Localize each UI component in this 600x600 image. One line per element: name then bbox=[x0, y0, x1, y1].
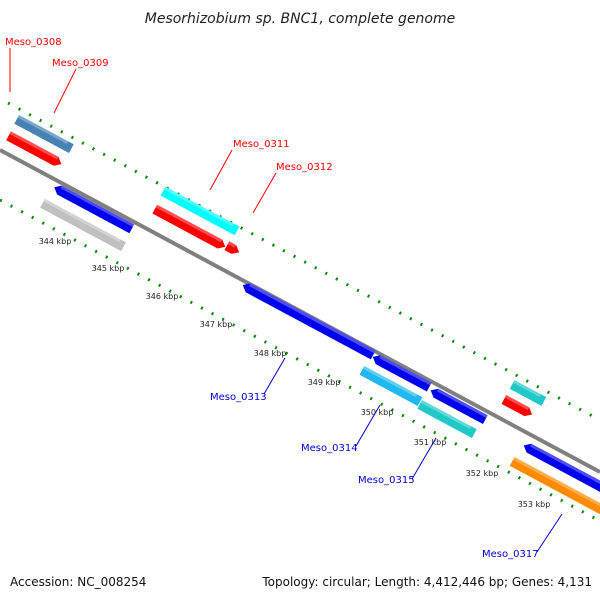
gene-feature[interactable] bbox=[370, 352, 432, 392]
gene-label[interactable]: Meso_0313 bbox=[210, 392, 267, 403]
gene-label[interactable]: Meso_0311 bbox=[233, 139, 290, 150]
upper-tick-track bbox=[7, 101, 600, 422]
genome-summary: Topology: circular; Length: 4,412,446 bp… bbox=[261, 575, 592, 589]
gene-label[interactable]: Meso_0317 bbox=[482, 549, 539, 560]
gene-arrow bbox=[417, 399, 477, 439]
label-leader-line bbox=[263, 357, 286, 395]
gene-feature[interactable] bbox=[521, 441, 600, 496]
gene-label[interactable]: Meso_0314 bbox=[301, 443, 358, 454]
gene-label[interactable]: Meso_0312 bbox=[276, 162, 333, 173]
gene-arrow bbox=[523, 443, 600, 496]
gene-feature[interactable] bbox=[428, 386, 488, 425]
gene-feature[interactable] bbox=[40, 198, 126, 252]
gene-highlight bbox=[379, 355, 432, 386]
gene-arrow bbox=[6, 131, 62, 166]
gene-arrow bbox=[224, 241, 240, 254]
gene-arrow bbox=[242, 283, 376, 360]
gene-label[interactable]: Meso_0308 bbox=[5, 37, 62, 48]
tick-label: 347 kbp bbox=[200, 320, 233, 329]
gene-feature[interactable] bbox=[509, 380, 547, 406]
gene-highlight bbox=[9, 131, 59, 160]
gene-feature[interactable] bbox=[6, 131, 64, 168]
gene-arrow bbox=[509, 457, 600, 515]
gene-highlight bbox=[513, 457, 600, 506]
tick-label: 352 kbp bbox=[466, 469, 499, 478]
gene-feature[interactable] bbox=[52, 183, 135, 234]
gene-highlight bbox=[249, 283, 376, 354]
gene-arrow bbox=[152, 204, 226, 249]
gene-feature[interactable] bbox=[240, 281, 376, 360]
label-leader-line bbox=[411, 437, 437, 480]
gene-feature[interactable] bbox=[501, 395, 535, 419]
gene-feature[interactable] bbox=[417, 399, 477, 439]
gene-arrow bbox=[40, 198, 126, 252]
tick-label: 349 kbp bbox=[308, 378, 341, 387]
gene-highlight bbox=[420, 399, 472, 430]
tick-label: 350 kbp bbox=[361, 408, 394, 417]
gene-highlight bbox=[60, 185, 135, 228]
tick-label: 345 kbp bbox=[92, 264, 125, 273]
gene-highlight bbox=[17, 114, 69, 145]
gene-label[interactable]: Meso_0309 bbox=[52, 58, 109, 69]
tick-label: 348 kbp bbox=[254, 349, 287, 358]
gene-highlight bbox=[504, 395, 530, 410]
gene-label[interactable]: Meso_0315 bbox=[358, 475, 415, 486]
accession: Accession: NC_008254 bbox=[10, 575, 146, 589]
gene-highlight bbox=[362, 365, 418, 397]
gene-feature[interactable] bbox=[509, 457, 600, 515]
gene-feature[interactable] bbox=[160, 186, 240, 236]
label-leader-line bbox=[209, 149, 233, 191]
tick-label: 353 kbp bbox=[518, 500, 551, 509]
gene-feature[interactable] bbox=[224, 241, 241, 256]
gene-feature[interactable] bbox=[152, 204, 227, 252]
gene-arrow bbox=[54, 185, 135, 234]
label-leader-line bbox=[53, 68, 77, 114]
gene-highlight bbox=[529, 443, 600, 489]
gene-arrow bbox=[14, 114, 74, 154]
lower-tick-track bbox=[0, 198, 600, 523]
tick-label: 344 kbp bbox=[39, 237, 72, 246]
gene-arrow bbox=[372, 355, 432, 392]
gene-feature[interactable] bbox=[359, 365, 423, 407]
gene-arrow bbox=[359, 365, 423, 407]
gene-arrow bbox=[501, 395, 533, 417]
gene-feature[interactable] bbox=[14, 114, 74, 154]
tick-label: 351 kbp bbox=[414, 438, 447, 447]
tick-label: 346 kbp bbox=[146, 292, 179, 301]
gene-arrow bbox=[160, 186, 240, 236]
gene-highlight bbox=[436, 388, 488, 418]
gene-highlight bbox=[155, 204, 223, 243]
gene-arrow bbox=[509, 380, 547, 406]
gene-highlight bbox=[43, 198, 121, 243]
label-leader-line bbox=[355, 404, 381, 447]
map-title: Mesorhizobium sp. BNC1, complete genome bbox=[145, 11, 456, 27]
label-leader-line bbox=[252, 172, 277, 214]
label-leader-line bbox=[536, 513, 563, 553]
gene-highlight bbox=[163, 186, 235, 227]
gene-highlight bbox=[227, 241, 237, 248]
gene-arrow bbox=[430, 388, 488, 425]
gene-highlight bbox=[513, 380, 541, 397]
